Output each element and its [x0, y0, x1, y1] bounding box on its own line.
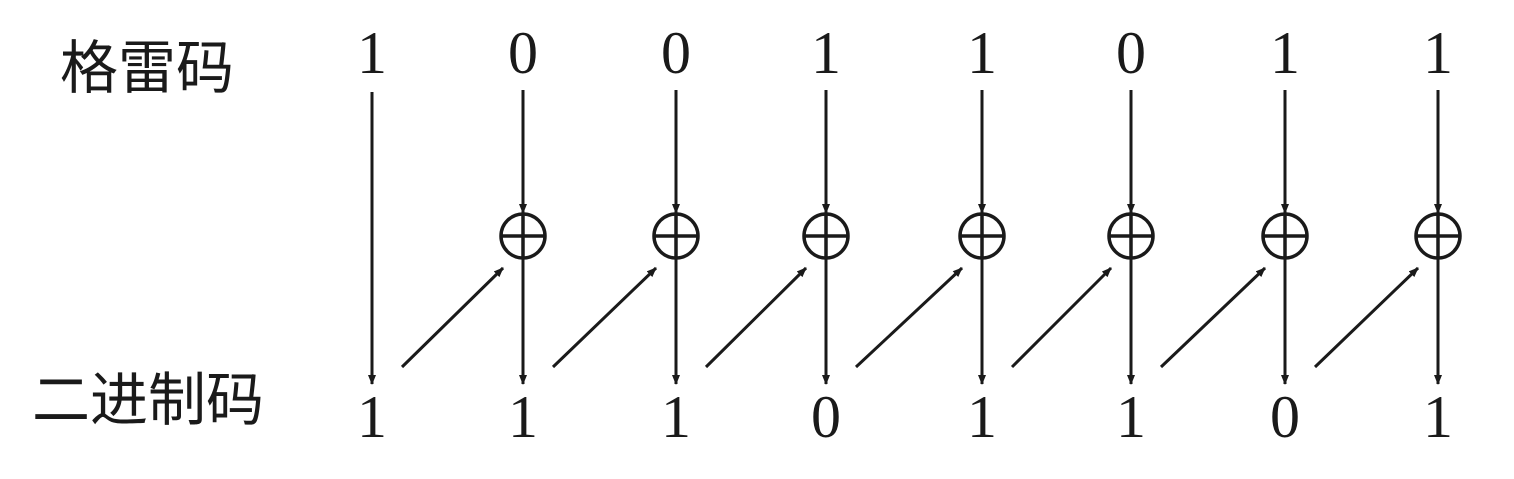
arrow-binary6-to-xor-6: [1159, 266, 1267, 369]
gray-bit-6: 0: [1116, 20, 1146, 86]
binary-code-label: 二进制码: [32, 366, 264, 434]
gray-bit-7: 1: [1270, 20, 1300, 86]
xor-operator-2: [652, 212, 700, 260]
binary-bit-5: 1: [967, 384, 997, 450]
arrows-layer: [368, 90, 1442, 385]
arrow-binary4-to-xor-4: [854, 266, 964, 369]
xor-operator-4: [958, 212, 1006, 260]
xor-operator-7: [1414, 212, 1462, 260]
binary-bit-3: 1: [661, 384, 691, 450]
binary-bit-2: 1: [508, 384, 538, 450]
arrow-binary7-to-xor-7: [1313, 266, 1420, 369]
binary-bit-7: 0: [1270, 384, 1300, 450]
arrow-binary2-to-xor-2: [551, 266, 658, 369]
binary-bit-4: 0: [811, 384, 841, 450]
gray-bit-2: 0: [508, 20, 538, 86]
gray-bit-5: 1: [967, 20, 997, 86]
gray-bit-3: 0: [661, 20, 691, 86]
gray-bit-4: 1: [811, 20, 841, 86]
arrow-binary5-to-xor-5: [1010, 266, 1113, 369]
xor-operator-5: [1107, 212, 1155, 260]
bits-layer: 1 0 0 1 1 0 1 1 1 1 1 0 1 1 0 1: [357, 20, 1453, 450]
xor-operator-6: [1261, 212, 1309, 260]
binary-bit-8: 1: [1423, 384, 1453, 450]
xor-operator-3: [802, 212, 850, 260]
binary-bit-6: 1: [1116, 384, 1146, 450]
xor-operator-1: [499, 212, 547, 260]
gray-code-label: 格雷码: [60, 34, 234, 102]
arrow-binary3-to-xor-3: [704, 266, 808, 369]
gray-bit-1: 1: [357, 20, 387, 86]
binary-bit-1: 1: [357, 384, 387, 450]
arrow-binary1-to-xor-1: [400, 266, 505, 369]
gray-bit-8: 1: [1423, 20, 1453, 86]
xor-layer: [499, 212, 1462, 260]
